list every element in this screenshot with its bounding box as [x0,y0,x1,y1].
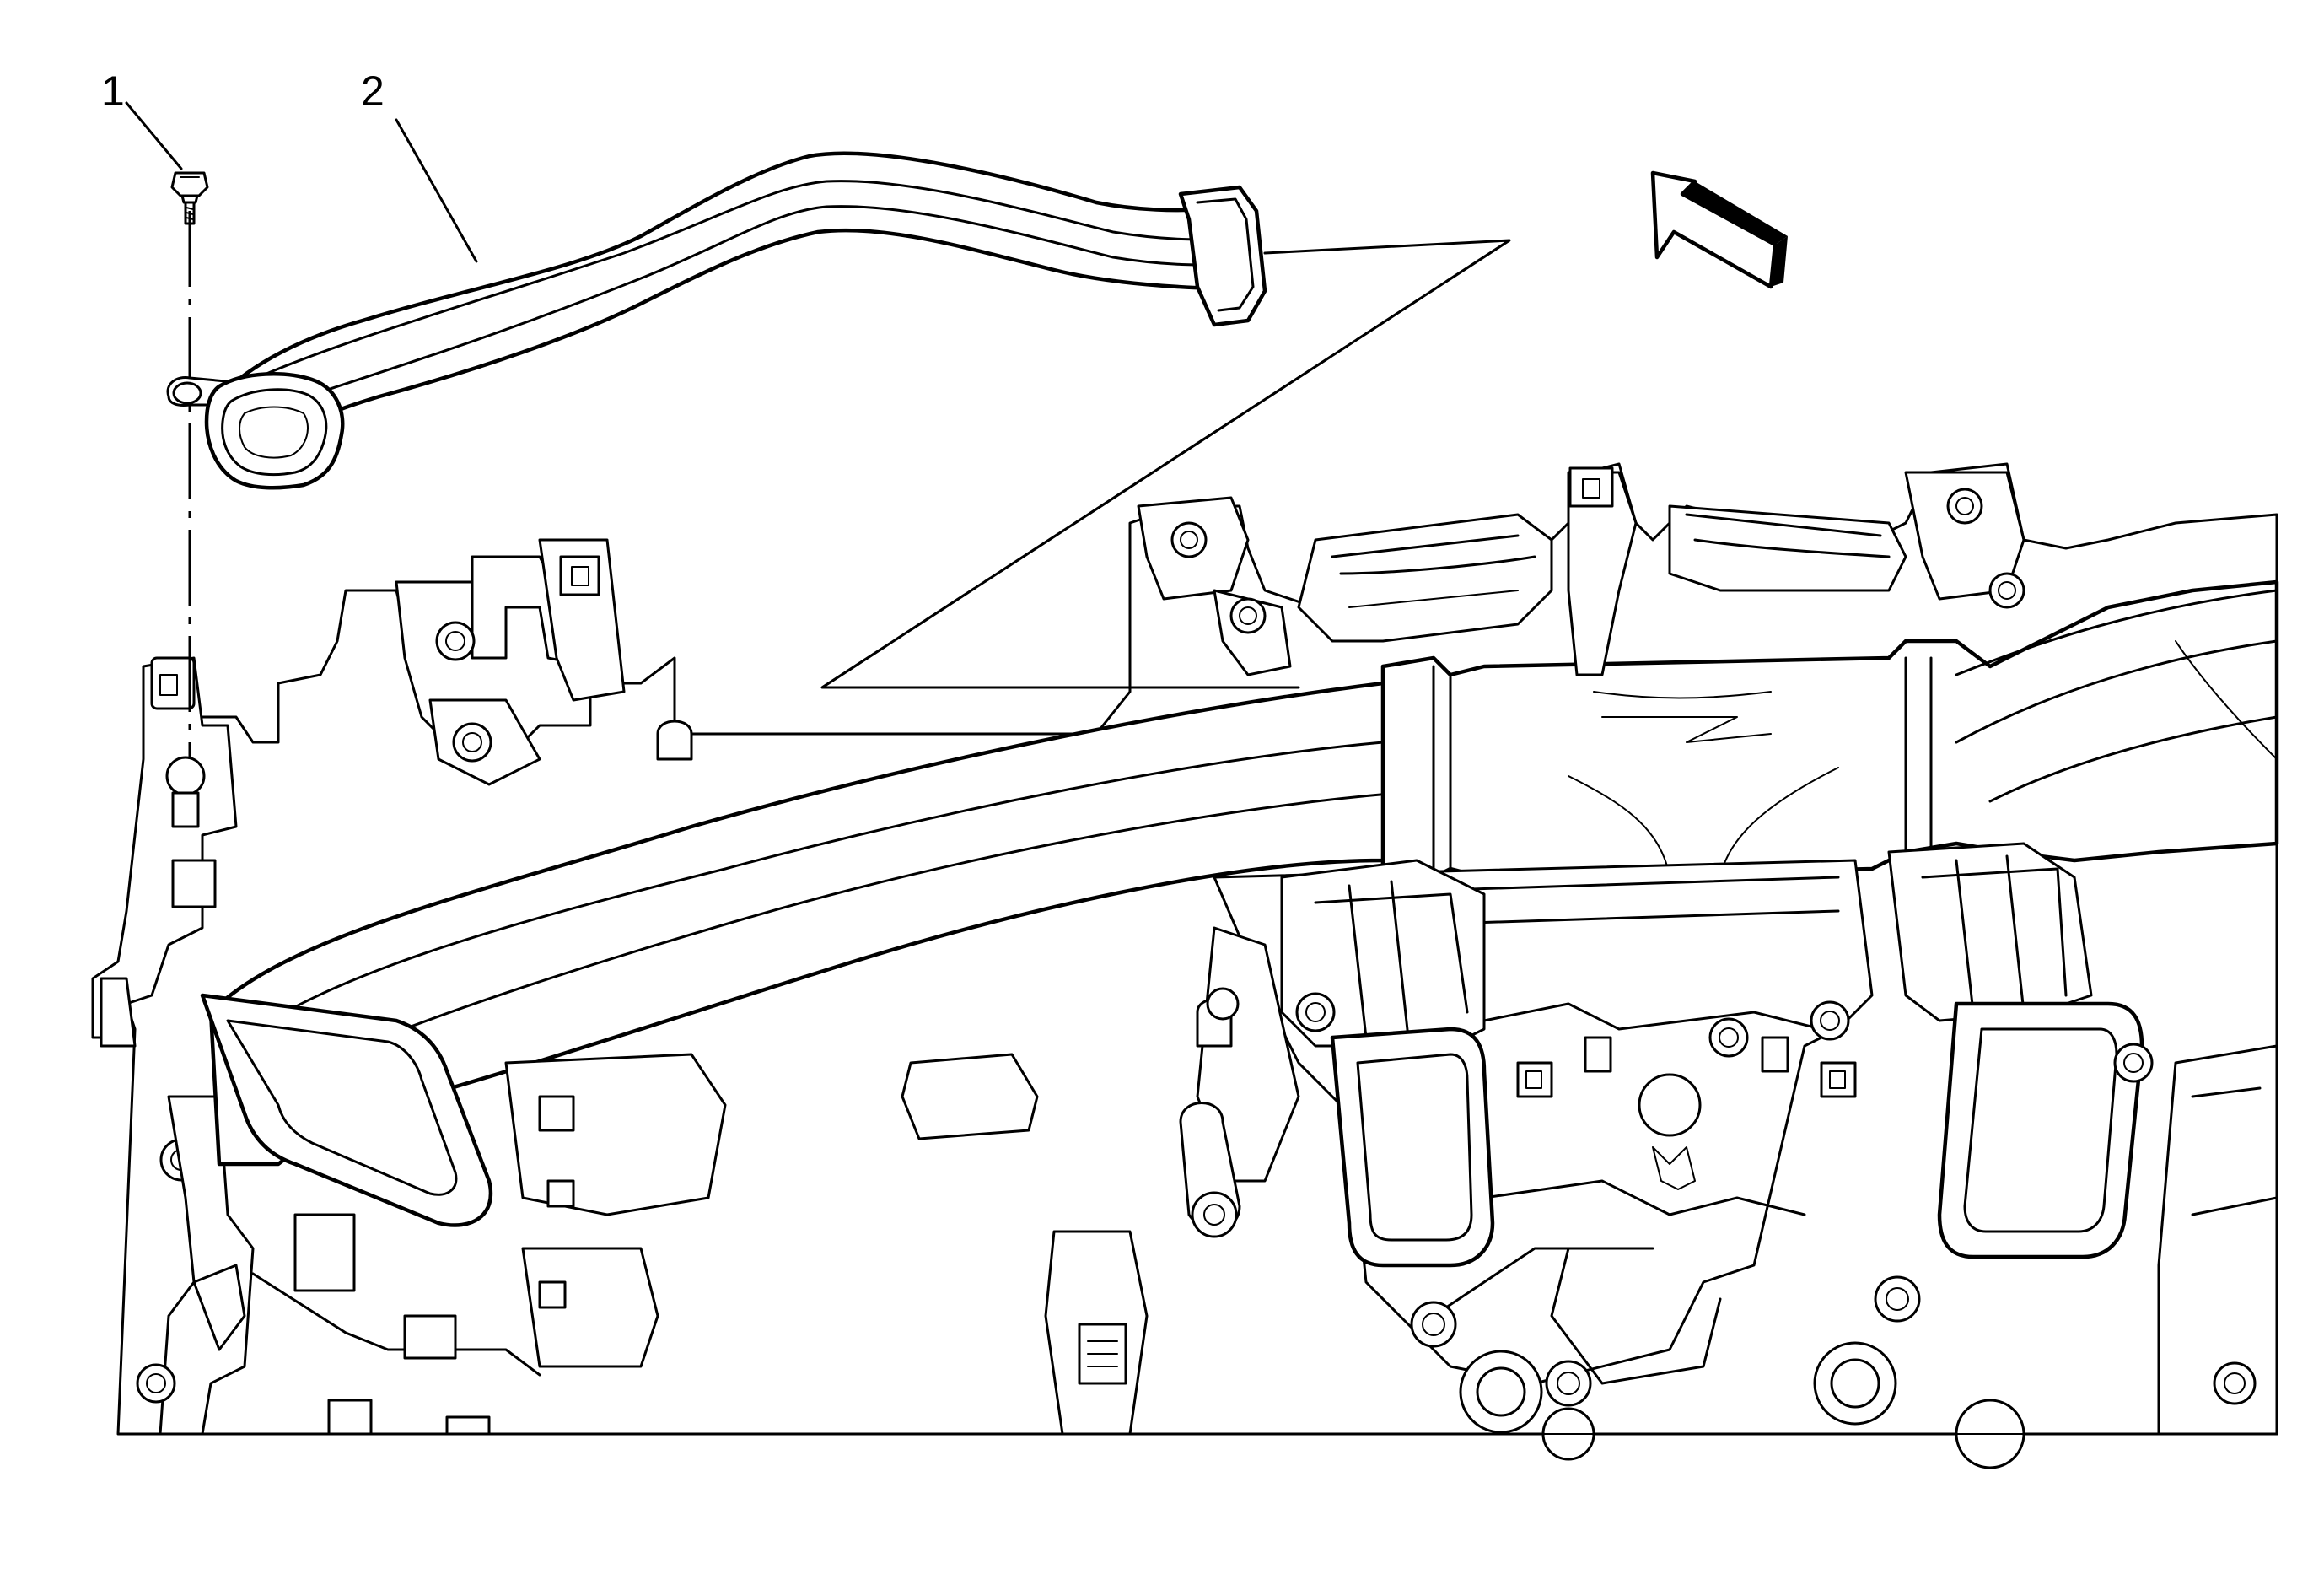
air-duct-part-2 [166,151,1267,490]
front-direction-arrow-icon [1650,170,1788,289]
callout-leaders [125,101,478,263]
detail-view-lines [188,211,1511,759]
instrument-panel-carrier [91,462,2279,1469]
callout-label-2: 2 [361,67,385,115]
screw-part-1 [170,171,209,225]
mounting-nuts [1295,992,2154,1469]
callout-label-1: 1 [101,67,125,115]
